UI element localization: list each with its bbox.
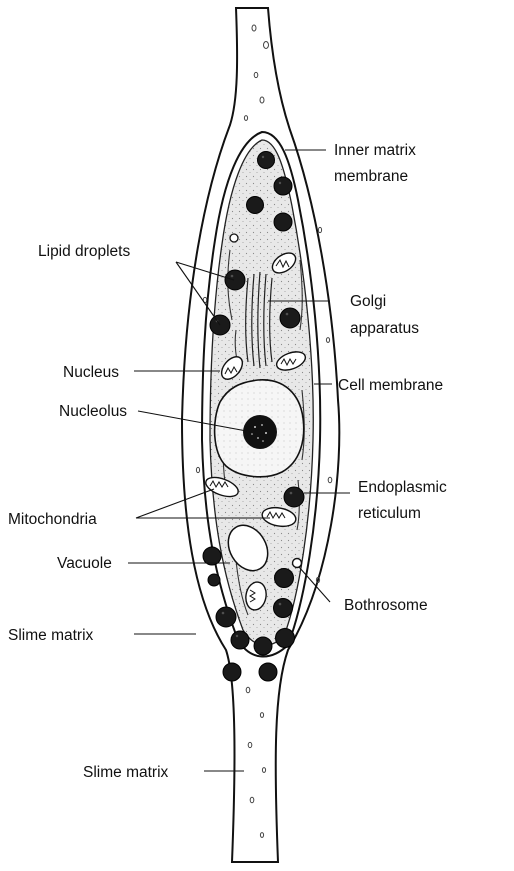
label-slime-matrix-upper: Slime matrix — [8, 627, 94, 644]
label-slime-matrix-lower: Slime matrix — [83, 764, 169, 781]
label-er-1: Endoplasmic — [358, 479, 447, 496]
label-cell-membrane: Cell membrane — [338, 377, 443, 394]
label-nucleolus: Nucleolus — [59, 403, 127, 420]
label-bothrosome: Bothrosome — [344, 597, 428, 614]
label-nucleus: Nucleus — [63, 364, 119, 381]
label-vacuole: Vacuole — [57, 555, 112, 572]
nucleolus — [243, 415, 277, 449]
bothrosome — [293, 559, 302, 568]
label-golgi-2: apparatus — [350, 320, 419, 337]
label-inner-matrix-membrane-1: Inner matrix — [334, 142, 416, 159]
label-inner-matrix-membrane-2: membrane — [334, 168, 408, 185]
label-golgi-1: Golgi — [350, 293, 386, 310]
label-lipid-droplets: Lipid droplets — [38, 243, 130, 260]
label-mitochondria: Mitochondria — [8, 511, 97, 528]
label-er-2: reticulum — [358, 505, 421, 522]
